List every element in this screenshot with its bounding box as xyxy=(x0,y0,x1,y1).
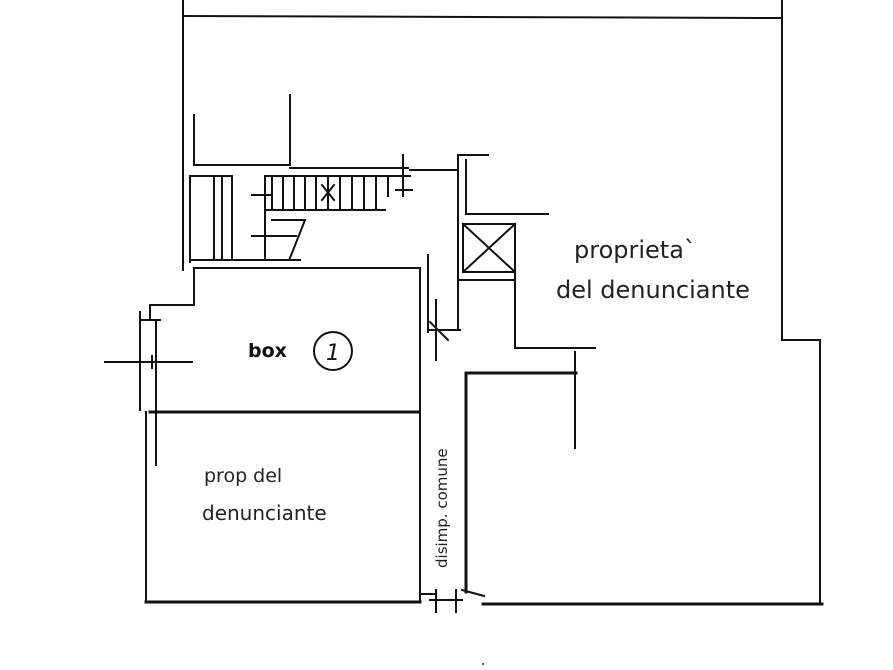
box-number: 1 xyxy=(326,341,340,366)
box-label: box xyxy=(248,340,287,362)
owner-left-label-line1: prop del xyxy=(204,465,282,487)
corridor-entrance xyxy=(419,588,486,613)
box-number-circle xyxy=(313,331,353,371)
corridor-label: disimp. comune xyxy=(433,448,451,568)
outer-boundary-walls xyxy=(144,0,824,606)
stray-mark xyxy=(482,663,484,665)
owner-right-label-line2: del denunciante xyxy=(556,276,750,304)
owner-right-label-line1: proprieta` xyxy=(574,236,696,264)
staircase xyxy=(189,94,489,263)
owner-left-label-line2: denunciante xyxy=(202,501,327,525)
right-unit-walls xyxy=(464,347,596,594)
lift-shaft xyxy=(457,159,549,349)
box-walls xyxy=(104,254,461,601)
